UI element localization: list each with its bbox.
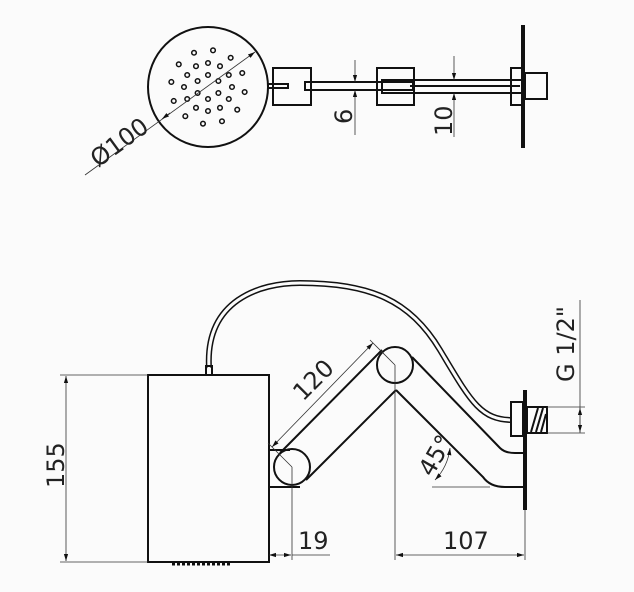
hose bbox=[205, 279, 513, 423]
tube-dimension: 10 bbox=[430, 56, 458, 137]
spray-hole bbox=[234, 106, 241, 113]
spray-hole bbox=[194, 89, 201, 97]
spray-hole bbox=[180, 83, 188, 91]
rod-dim-label: 6 bbox=[330, 109, 358, 124]
shower-head-outline bbox=[147, 26, 269, 148]
spray-hole bbox=[168, 78, 175, 86]
spray-hole bbox=[184, 71, 191, 79]
diameter-dimension: Ø100 bbox=[84, 51, 256, 176]
arm-length-dimension: 120 bbox=[267, 339, 396, 468]
spray-hole bbox=[199, 120, 207, 127]
spray-hole bbox=[241, 88, 248, 96]
thread-dimension: G 1/2" bbox=[547, 300, 585, 434]
tube-dim-label: 10 bbox=[430, 105, 458, 136]
spray-hole bbox=[209, 47, 217, 54]
spray-hole bbox=[170, 97, 177, 105]
spray-hole bbox=[215, 89, 222, 97]
shower-head-top-view bbox=[147, 26, 269, 148]
spray-holes bbox=[168, 47, 248, 127]
spray-hole bbox=[225, 71, 232, 79]
spray-hole bbox=[190, 49, 198, 56]
spray-hole bbox=[192, 63, 200, 70]
spray-hole bbox=[192, 104, 200, 111]
articulated-arm bbox=[269, 346, 548, 560]
spray-hole bbox=[225, 95, 232, 103]
spray-hole bbox=[175, 61, 182, 68]
angle-dimension: 45° bbox=[413, 430, 490, 488]
projection-label: 107 bbox=[443, 527, 489, 555]
angle-label: 45° bbox=[413, 430, 459, 481]
offset-dimension: 19 bbox=[269, 527, 330, 558]
spray-hole bbox=[216, 104, 224, 111]
spray-hole bbox=[204, 71, 212, 79]
arm-top-view bbox=[267, 25, 548, 148]
spray-hole bbox=[239, 69, 246, 77]
arm-length-label: 120 bbox=[287, 354, 339, 406]
height-label: 155 bbox=[42, 442, 70, 488]
height-dimension: 155 bbox=[42, 374, 148, 563]
spray-hole bbox=[218, 118, 226, 125]
wall-plate bbox=[521, 25, 525, 148]
spray-hole bbox=[228, 83, 236, 91]
spray-hole bbox=[204, 107, 212, 115]
spray-hole bbox=[216, 63, 224, 70]
spray-hole bbox=[194, 77, 201, 85]
diameter-label: Ø100 bbox=[85, 112, 154, 173]
shower-head-side-view bbox=[147, 374, 270, 566]
spray-hole bbox=[227, 54, 234, 61]
spray-hole bbox=[204, 95, 212, 103]
projection-dimension: 107 bbox=[396, 510, 526, 560]
wall-plate-side bbox=[523, 390, 527, 510]
spray-hole bbox=[204, 59, 212, 67]
rod-dimension: 6 bbox=[330, 60, 358, 135]
spray-hole bbox=[182, 113, 189, 120]
offset-label: 19 bbox=[298, 527, 329, 555]
thread-label: G 1/2" bbox=[552, 306, 580, 382]
